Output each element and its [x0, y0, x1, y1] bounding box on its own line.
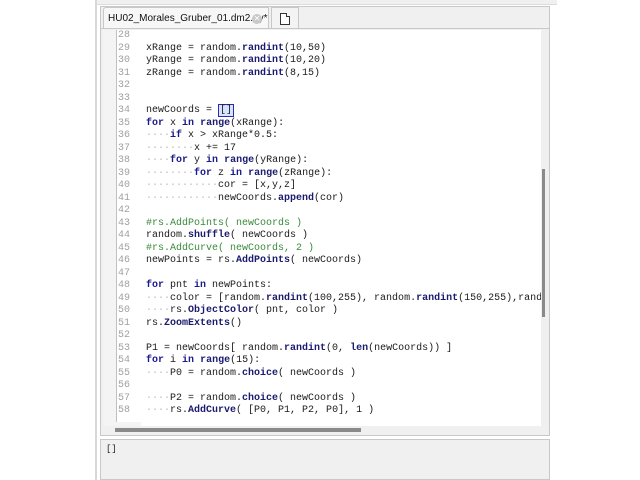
code-line: 47 [103, 268, 541, 281]
line-number: 34 [118, 105, 131, 116]
code-line: 58····rs.AddCurve( [P0, P1, P2, P0], 1 ) [118, 405, 375, 416]
line-number: 46 [118, 255, 131, 266]
code-line: 43#rs.AddPoints( newCoords ) [118, 217, 303, 229]
line-number: 33 [118, 92, 131, 104]
code-line: 49····color = [random.randint(100,255), … [118, 292, 541, 304]
output-panel[interactable]: [] [100, 439, 550, 480]
vertical-scrollbar[interactable] [541, 29, 549, 425]
line-number: 57 [118, 392, 131, 404]
code-line: 50····rs.ObjectColor( pnt, color ) [118, 305, 339, 316]
top-toolbar-strip [97, 0, 557, 5]
line-number: 54 [118, 355, 131, 366]
line-number: 52 [118, 330, 131, 341]
line-number: 38 [118, 155, 131, 166]
line-number: 50 [118, 305, 131, 316]
editor-tab-bar: HU02_Morales_Gruber_01.dm2.py* ✕ [100, 6, 550, 29]
line-number: 53 [118, 342, 131, 354]
line-number: 44 [118, 230, 131, 241]
line-number: 39 [118, 167, 131, 179]
code-line: 41············newCoords.append(cor) [118, 192, 345, 204]
line-number: 58 [118, 405, 131, 416]
new-tab-button[interactable] [271, 7, 299, 29]
code-line: 36····if x > xRange*0.5: [118, 130, 279, 141]
line-number: 47 [118, 267, 131, 279]
window-left-border [95, 0, 97, 480]
line-number: 55 [118, 367, 131, 379]
line-number: 30 [118, 55, 131, 66]
line-number: 28 [118, 30, 131, 41]
line-number: 40 [118, 180, 131, 191]
vertical-scrollbar-thumb[interactable] [542, 169, 545, 317]
line-number: 29 [118, 42, 131, 54]
code-line: 39········for z in range(zRange): [118, 167, 333, 179]
gutter-divider [116, 30, 117, 422]
line-number: 37 [118, 142, 131, 154]
line-number: 42 [118, 205, 131, 216]
code-line: 55····P0 = random.choice( newCoords ) [118, 367, 357, 379]
close-icon[interactable]: ✕ [252, 14, 262, 24]
tab-script-file[interactable]: HU02_Morales_Gruber_01.dm2.py* ✕ [103, 7, 269, 29]
code-line: 28 [103, 30, 541, 43]
line-number: 31 [118, 67, 131, 79]
line-number: 51 [118, 317, 131, 329]
bracket-match-highlight: [] [218, 104, 235, 117]
code-line: 52 [103, 330, 541, 343]
code-line: 42 [103, 205, 541, 218]
code-line: 40············cor = [x,y,z] [118, 180, 297, 191]
line-number: 43 [118, 217, 131, 229]
line-number: 36 [118, 130, 131, 141]
new-document-icon [280, 12, 290, 25]
code-line: 45#rs.AddCurve( newCoords, 2 ) [118, 242, 315, 254]
line-number: 32 [118, 80, 131, 91]
tab-label: HU02_Morales_Gruber_01.dm2.py* [108, 13, 268, 24]
line-number: 56 [118, 380, 131, 391]
code-line: 33 [103, 93, 541, 106]
code-line: 38····for y in range(yRange): [118, 155, 309, 166]
horizontal-scrollbar-thumb[interactable] [115, 428, 361, 432]
line-number: 48 [118, 280, 131, 291]
output-text: [] [106, 444, 117, 454]
code-line: 32 [103, 80, 541, 93]
gutter-numbers-bg [117, 30, 141, 422]
code-line: 37········x += 17 [118, 142, 237, 154]
line-number: 35 [118, 117, 131, 129]
line-number: 41 [118, 192, 131, 204]
line-number: 45 [118, 242, 131, 254]
code-line: 56 [103, 380, 541, 393]
line-number: 49 [118, 292, 131, 304]
code-line: 57····P2 = random.choice( newCoords ) [118, 392, 357, 404]
